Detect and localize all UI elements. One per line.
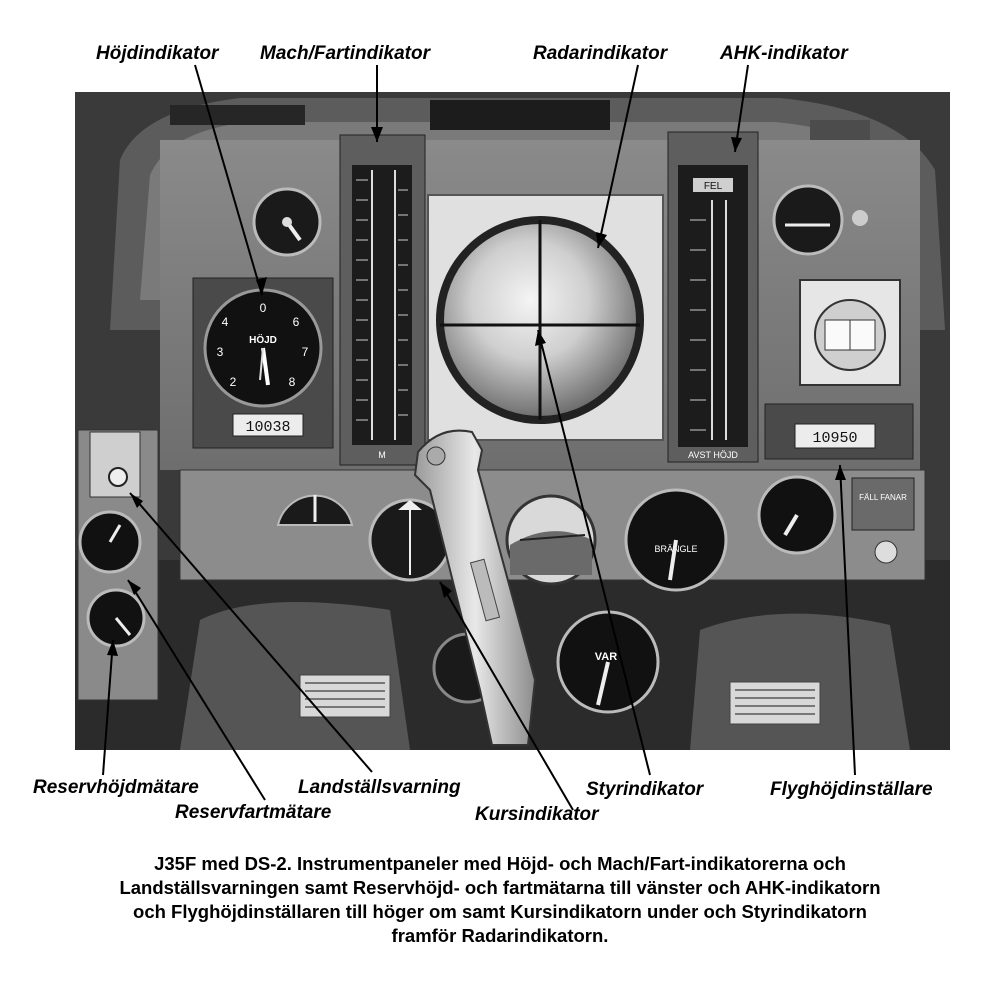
attitude-ball — [505, 494, 597, 586]
caption-line: Landställsvarningen samt Reservhöjd- och… — [119, 877, 881, 898]
svg-text:0: 0 — [260, 301, 267, 315]
arrow-reservhojd — [107, 640, 118, 656]
pointer-arrowheads — [107, 127, 846, 656]
label-ahk-indikator: AHK-indikator — [720, 43, 848, 64]
control-stick — [413, 429, 537, 746]
landing-gear-warning-box — [89, 431, 141, 498]
pointer-radar — [597, 64, 639, 249]
pointer-hojd — [194, 64, 263, 296]
arrow-mach — [371, 127, 383, 142]
label-reservfartmatare: Reservfartmätare — [175, 802, 332, 823]
svg-text:3: 3 — [217, 345, 224, 359]
label-landstallsvarning: Landställsvarning — [298, 777, 461, 798]
arrow-kurs — [440, 582, 452, 598]
pointer-landstall — [129, 492, 373, 773]
small-gauge-top-left — [252, 187, 322, 257]
mach-strip-bottom-label: M — [378, 450, 386, 460]
rudder-pedal-left — [299, 674, 391, 718]
svg-text:4: 4 — [222, 315, 229, 329]
svg-text:7: 7 — [302, 345, 309, 359]
caption-line: J35F med DS-2. Instrumentpaneler med Höj… — [154, 853, 846, 874]
ahk-bottom-label: AVST HÖJD — [688, 450, 738, 460]
ahk-top-label: FEL — [704, 181, 723, 192]
svg-text:2: 2 — [230, 375, 237, 389]
altimeter: 0 6 7 8 4 3 2 HÖJD 10038 — [192, 277, 334, 449]
flight-director-box — [799, 279, 901, 386]
arrow-styr — [535, 330, 546, 346]
arrow-flyghojd — [835, 465, 846, 480]
arrow-reservfart — [128, 580, 141, 595]
radar-scope — [427, 194, 664, 441]
label-styrindikator: Styrindikator — [586, 779, 704, 800]
caption-line: och Flyghöjdinställaren till höger om sa… — [133, 901, 867, 922]
cockpit-photo: 0 6 7 8 4 3 2 HÖJD 10038 — [75, 92, 950, 750]
ahk-strip: FEL AVST HÖJD — [667, 131, 759, 463]
vario-label: VAR — [595, 651, 617, 663]
label-hojdindikator: Höjdindikator — [96, 43, 219, 64]
arrow-radar — [596, 232, 607, 248]
vario-gauge: VAR — [556, 610, 660, 714]
arrow-landstall — [130, 493, 143, 508]
altitude-setter-counter: 10950 — [812, 430, 857, 447]
fall-fanar-panel: FÄLL FANAR — [851, 477, 915, 564]
altimeter-counter: 10038 — [245, 419, 290, 436]
arrow-hojd — [256, 277, 267, 295]
reserve-speed-gauge — [78, 510, 142, 574]
altitude-setter: 10950 — [764, 403, 914, 460]
caption-line: framför Radarindikatorn. — [391, 925, 609, 946]
pointer-kurs — [439, 581, 574, 811]
svg-text:6: 6 — [293, 315, 300, 329]
svg-text:8: 8 — [289, 375, 296, 389]
pointer-reservfart — [127, 579, 266, 801]
label-reservhojdmatare: Reservhöjdmätare — [33, 777, 199, 798]
gauge-lower-right — [757, 475, 837, 555]
label-kursindikator: Kursindikator — [475, 804, 599, 825]
altimeter-dial-label: HÖJD — [249, 333, 277, 346]
label-radarindikator: Radarindikator — [533, 43, 668, 64]
reserve-altitude-gauge — [86, 588, 146, 648]
label-mach-fartindikator: Mach/Fartindikator — [260, 43, 430, 64]
fall-fanar-label: FÄLL FANAR — [859, 493, 907, 502]
attitude-gauge-right — [772, 184, 868, 256]
pointer-flyghojd — [839, 464, 856, 776]
label-flyghojdinstallare: Flyghöjdinställare — [770, 779, 933, 800]
pointer-lines — [102, 64, 856, 811]
arrow-ahk — [731, 137, 742, 152]
pointer-reservhojd — [102, 639, 114, 776]
rudder-pedal-right — [729, 681, 821, 725]
pointer-styr — [537, 329, 651, 776]
course-indicator-dial — [368, 498, 452, 582]
mach-speed-strip: M — [339, 134, 426, 466]
small-gauge-lower-left — [276, 494, 354, 526]
figure-caption: J35F med DS-2. Instrumentpaneler med Höj… — [20, 852, 980, 948]
pointer-ahk — [734, 64, 749, 153]
brangle-gauge: BRÄNGLE — [624, 488, 728, 592]
